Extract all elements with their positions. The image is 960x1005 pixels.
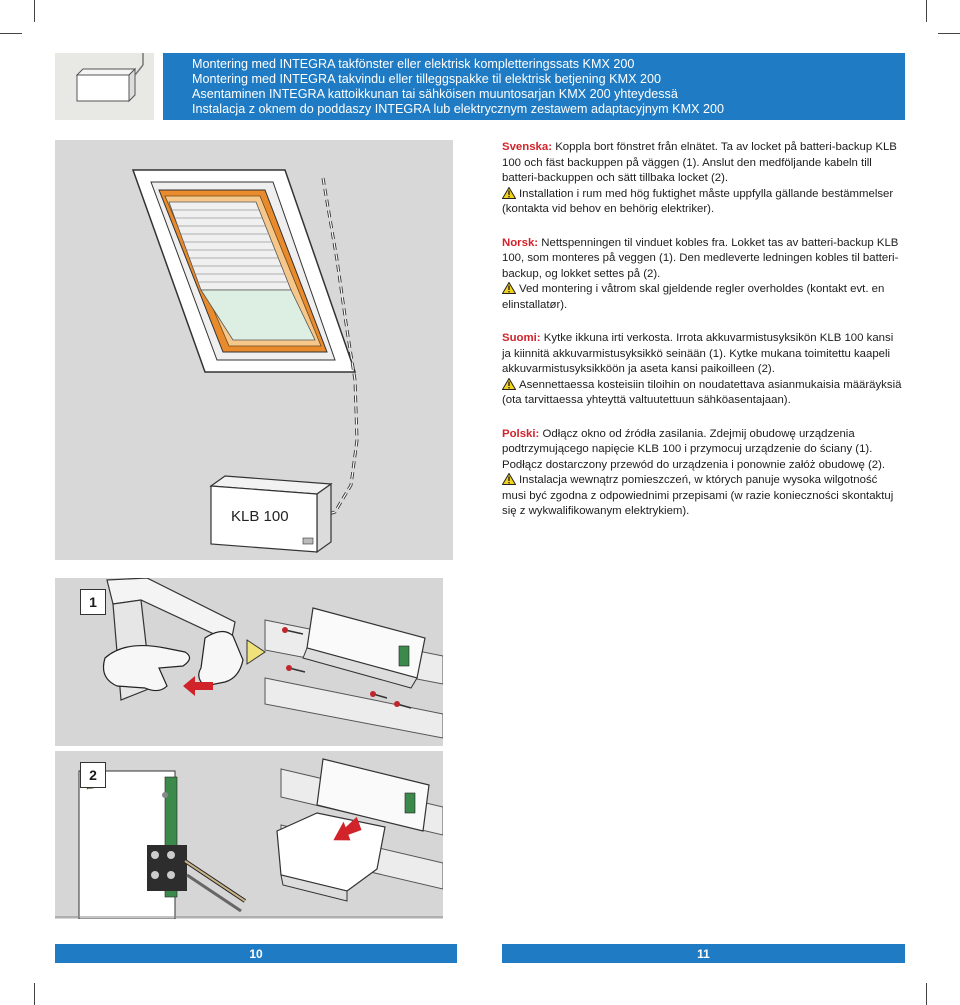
crop-mark-top-left [34,0,35,22]
crop-mark-top-right [926,0,927,22]
step-2-drawing [55,758,444,920]
footer-right-page-bar: 11 [502,944,905,963]
warning-finnish: Asennettaessa kosteisiin tiloihin on nou… [502,378,902,407]
header-thumbnail [55,53,154,120]
warning-icon [502,186,516,199]
body-polish: Odłącz okno od źródła zasilania. Zdejmij… [502,427,886,471]
lang-label-norwegian: Norsk: [502,236,539,249]
header-title-fi: Asentaminen INTEGRA kattoikkunan tai säh… [192,87,678,101]
lang-label-polish: Polski: [502,427,540,440]
warning-norwegian: Ved montering i våtrom skal gjeldende re… [502,283,885,311]
main-illustration: KLB 100 [55,140,453,560]
lang-label-swedish: Svenska: [502,141,553,153]
crop-mark-bottom-left [34,983,35,1005]
body-swedish: Koppla bort fönstret från elnätet. Ta av… [502,141,897,184]
roof-window-illustration [55,140,453,560]
section-norwegian: Norsk: Nettspenningen til vinduet kobles… [502,236,902,314]
warning-polish: Instalacja wewnątrz pomieszczeń, w który… [502,474,894,517]
battery-box-thumbnail-icon [75,53,144,103]
section-swedish: Svenska: Koppla bort fönstret från elnät… [502,140,902,218]
step-1-drawing [102,577,444,739]
step-2-number: 2 [80,762,106,788]
footer-left-page-bar: 10 [55,944,457,963]
header-title-sv: Montering med INTEGRA takfönster eller e… [192,57,635,71]
instructions-column: Svenska: Koppla bort fönstret från elnät… [502,140,902,538]
section-finnish: Suomi: Kytke ikkuna irti verkosta. Irrot… [502,331,902,409]
crop-mark-left-top [0,33,22,34]
warning-icon [502,473,516,485]
klb-100-label: KLB 100 [231,508,289,525]
warning-icon [502,282,516,294]
step-1-illustration: 1 [55,577,444,746]
step-2-illustration: 2 [55,751,444,920]
step-1-number: 1 [80,589,106,615]
body-finnish: Kytke ikkuna irti verkosta. Irrota akkuv… [502,332,894,375]
header-title-pl: Instalacja z oknem do poddaszy INTEGRA l… [192,102,724,116]
header-banner: Montering med INTEGRA takfönster eller e… [163,53,905,120]
page-number-right: 11 [697,946,710,961]
lang-label-finnish: Suomi: [502,332,541,344]
section-polish: Polski: Odłącz okno od źródła zasilania.… [502,427,902,520]
crop-mark-bottom-right [926,983,927,1005]
body-norwegian: Nettspenningen til vinduet kobles fra. L… [502,236,899,280]
header-title-no: Montering med INTEGRA takvindu eller til… [192,72,661,86]
crop-mark-right-top [938,33,960,34]
warning-swedish: Installation i rum med hög fuktighet mås… [502,187,894,216]
warning-icon [502,377,516,390]
page-number-left: 10 [249,946,263,961]
